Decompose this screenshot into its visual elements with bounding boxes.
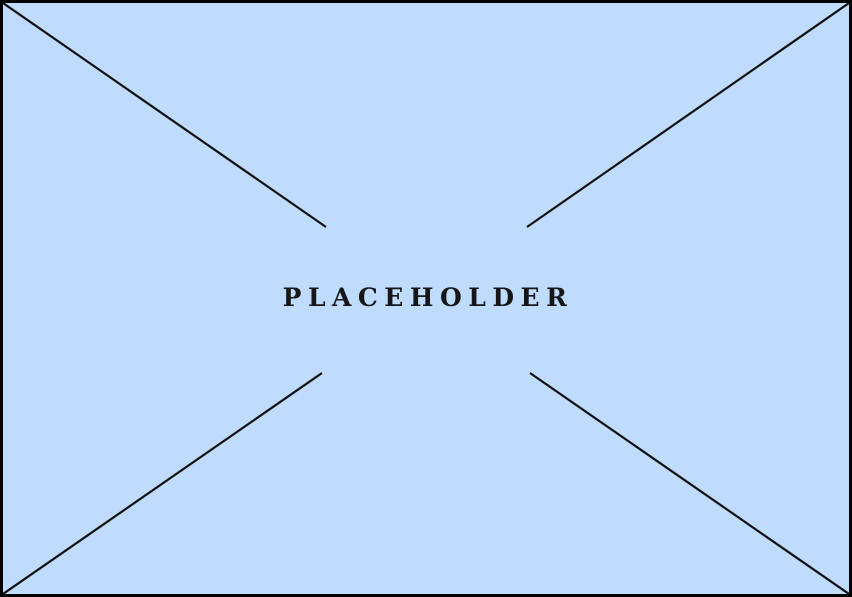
diagonal-line-bottom-left [3, 372, 323, 594]
placeholder-label: PLACEHOLDER [282, 283, 574, 312]
diagonal-line-bottom-right [529, 372, 849, 594]
diagonal-line-top-right [526, 3, 849, 228]
diagonal-line-top-left [3, 3, 327, 228]
placeholder-cross-icon [3, 3, 849, 594]
